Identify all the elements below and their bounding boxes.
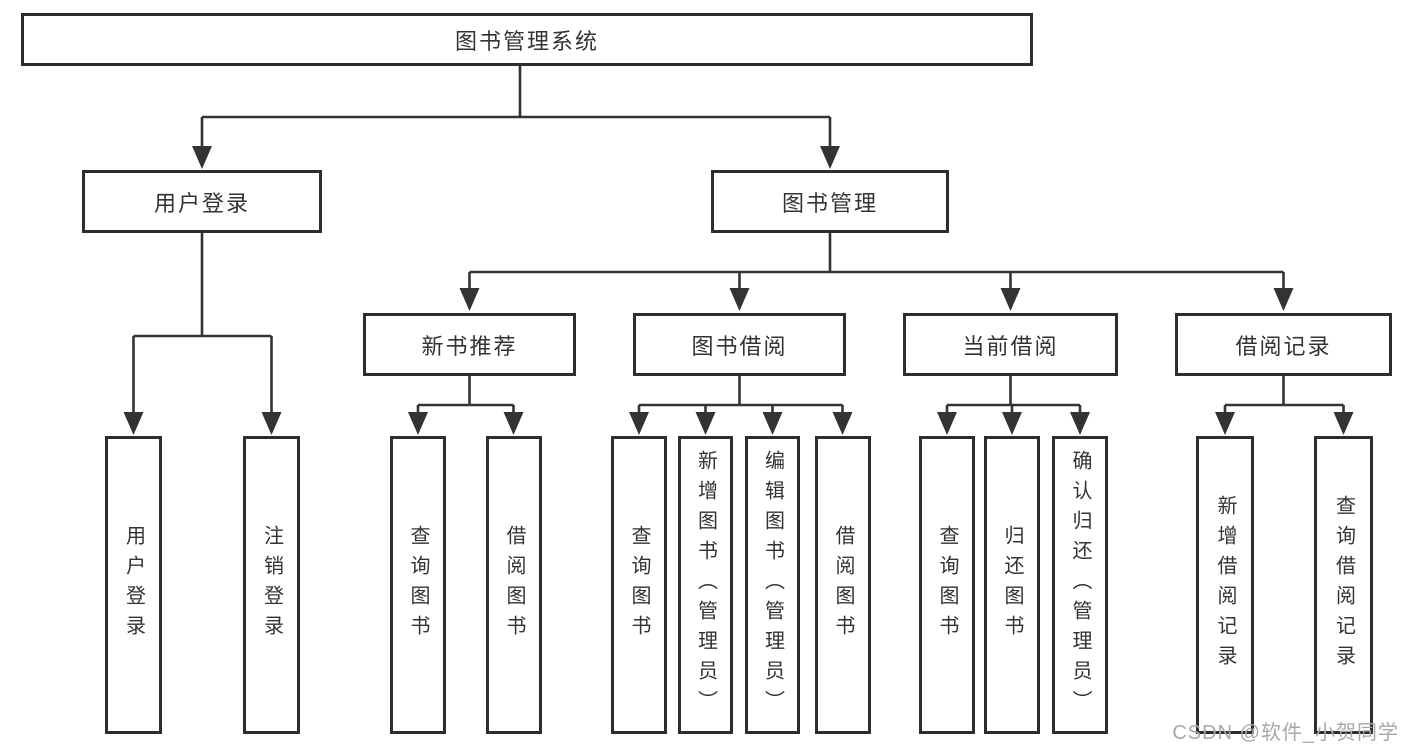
node-user-login: 用户登录 (82, 170, 322, 233)
node-root: 图书管理系统 (21, 13, 1033, 66)
leaf-borrow-books: 借阅图书 (815, 436, 871, 734)
leaf-return-book-label: 归还图书 (1001, 525, 1023, 645)
edge-borrowrecords-to-leaves (1223, 376, 1345, 413)
node-borrow-records: 借阅记录 (1175, 313, 1392, 376)
node-current-borrow: 当前借阅 (903, 313, 1118, 376)
leaf-query-borrow-record-label: 查询借阅记录 (1332, 495, 1355, 675)
node-root-label: 图书管理系统 (454, 28, 599, 54)
csdn-watermark: CSDN @软件_小贺同学 (1172, 722, 1399, 744)
node-book-management-label: 图书管理 (781, 190, 878, 216)
leaf-add-book-admin-label: 新增图书（管理员） (694, 450, 717, 720)
edge-bookmgmt-to-level3 (468, 233, 1285, 289)
node-new-book-recommend-label: 新书推荐 (421, 333, 518, 359)
arrowhead-borrowrecords-leaves (1215, 412, 1354, 435)
leaf-return-book: 归还图书 (984, 436, 1040, 734)
node-book-borrow-label: 图书借阅 (691, 333, 788, 359)
leaf-logout-label: 注销登录 (260, 525, 283, 645)
arrowhead-bookborrow-leaves (629, 412, 853, 435)
edge-currentborrow-to-leaves (945, 376, 1082, 413)
node-borrow-records-label: 借阅记录 (1235, 333, 1332, 359)
node-user-login-label: 用户登录 (153, 190, 250, 216)
edge-bookborrow-to-leaves (637, 376, 844, 413)
leaf-confirm-return-admin-label: 确认归还（管理员） (1069, 450, 1091, 720)
arrowhead-userlogin-leaves (123, 412, 282, 435)
leaf-borrow-books-label: 借阅图书 (832, 525, 854, 645)
leaf-query-books-recommend: 查询图书 (390, 436, 446, 734)
arrowhead-level2 (192, 146, 840, 169)
leaf-query-books-borrow-label: 查询图书 (628, 525, 650, 645)
edge-newbook-to-leaves (416, 376, 515, 413)
leaf-edit-book-admin-label: 编辑图书（管理员） (761, 450, 784, 720)
leaf-add-borrow-record-label: 新增借阅记录 (1214, 495, 1236, 675)
leaf-query-books-recommend-label: 查询图书 (407, 525, 429, 645)
node-current-borrow-label: 当前借阅 (962, 333, 1059, 359)
edge-userlogin-to-leaves (132, 233, 273, 413)
leaf-confirm-return-admin: 确认归还（管理员） (1052, 436, 1108, 734)
leaf-add-book-admin: 新增图书（管理员） (678, 436, 733, 734)
arrowhead-newbook-leaves (408, 412, 524, 435)
edge-root-to-level2 (200, 66, 832, 147)
leaf-query-books-current: 查询图书 (919, 436, 975, 734)
leaf-query-books-borrow: 查询图书 (611, 436, 667, 734)
leaf-user-login: 用户登录 (105, 436, 162, 734)
leaf-user-login-label: 用户登录 (122, 525, 145, 645)
leaf-query-borrow-record: 查询借阅记录 (1314, 436, 1373, 734)
leaf-query-books-current-label: 查询图书 (936, 525, 958, 645)
node-new-book-recommend: 新书推荐 (363, 313, 576, 376)
arrowhead-currentborrow-leaves (937, 412, 1090, 435)
leaf-logout: 注销登录 (243, 436, 300, 734)
leaf-edit-book-admin: 编辑图书（管理员） (745, 436, 800, 734)
node-book-borrow: 图书借阅 (633, 313, 846, 376)
leaf-borrow-books-recommend-label: 借阅图书 (503, 525, 525, 645)
arrowhead-level3 (459, 288, 1294, 311)
node-book-management: 图书管理 (711, 170, 949, 233)
leaf-add-borrow-record: 新增借阅记录 (1196, 436, 1254, 734)
leaf-borrow-books-recommend: 借阅图书 (486, 436, 542, 734)
